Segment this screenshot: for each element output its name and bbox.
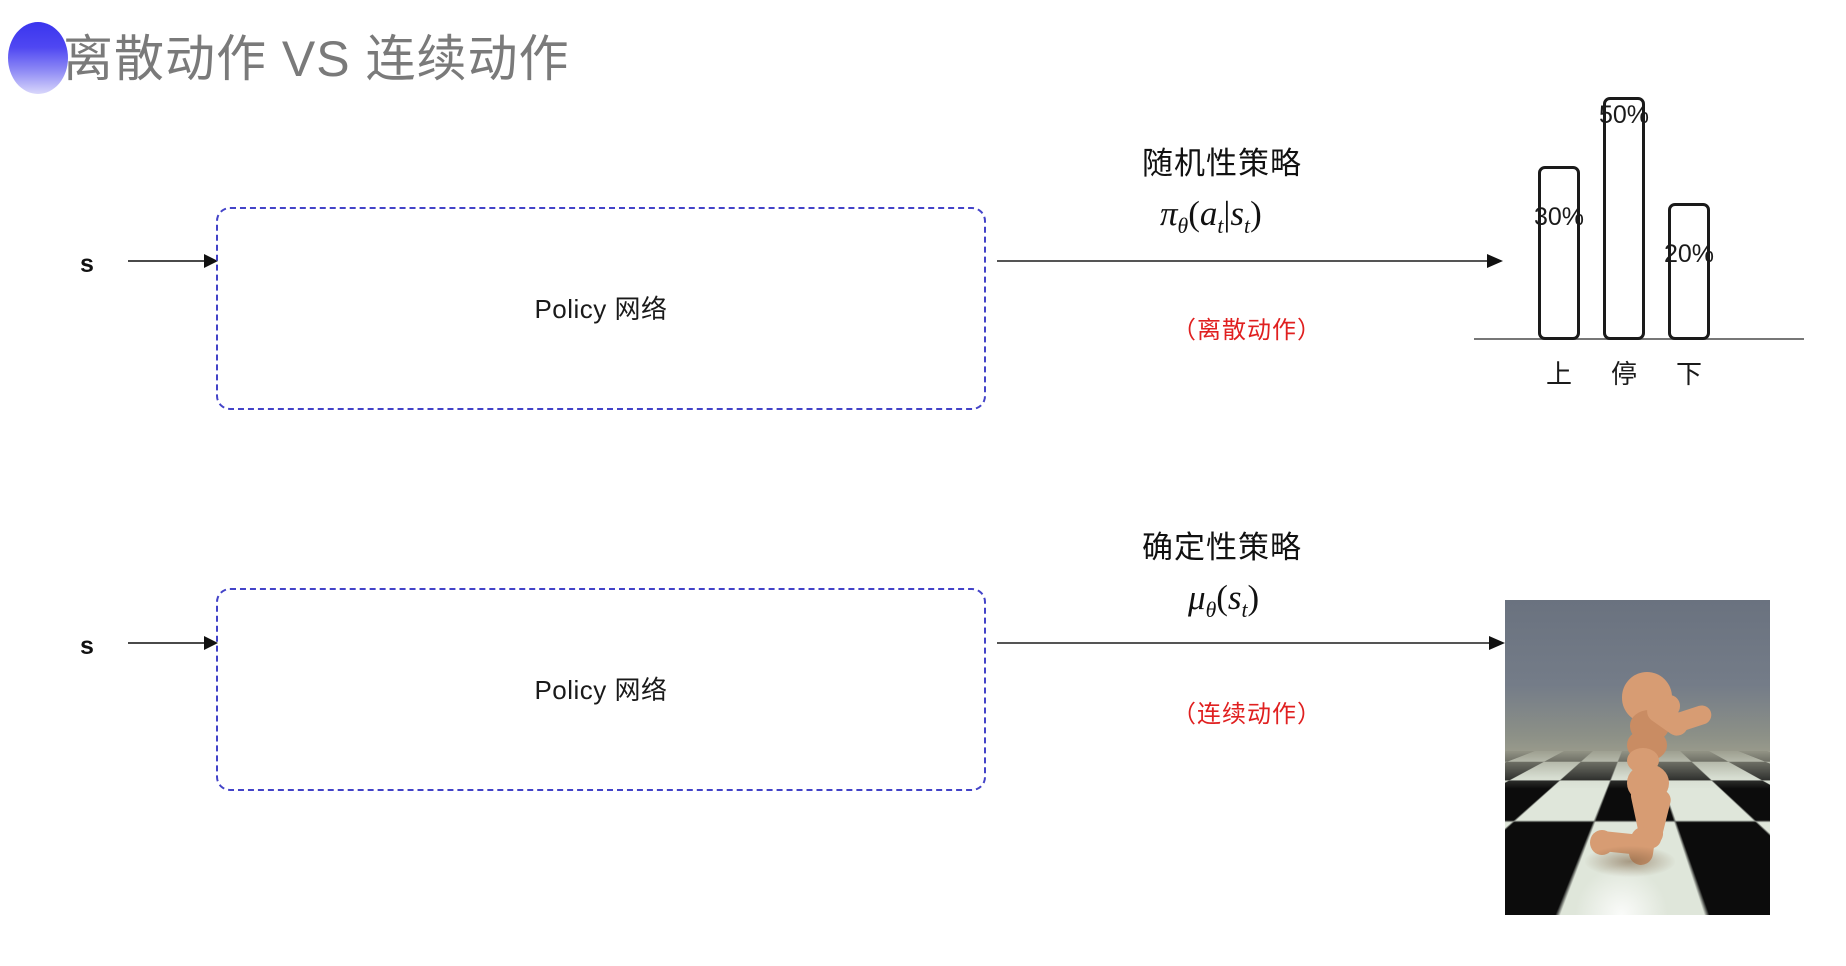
discrete-policy-network-label: Policy 网络 [534, 294, 668, 324]
formula-open-paren: ( [1216, 578, 1228, 617]
discrete-input-arrow [128, 254, 218, 268]
continuous-output-arrow-shaft [997, 642, 1490, 644]
discrete-policy-title: 随机性策略 [1142, 146, 1302, 181]
continuous-policy-title: 确定性策略 [1142, 530, 1302, 565]
formula-arg1-sub: t [1241, 598, 1248, 622]
formula-open-paren: ( [1188, 194, 1200, 233]
sim-floor-glare [1573, 864, 1670, 915]
continuous-action-note: （连续动作） [1172, 701, 1322, 728]
discrete-input-arrow-head [204, 254, 218, 268]
bar-value-up: 30% [1533, 203, 1585, 231]
bar-value-down: 20% [1663, 240, 1715, 268]
discrete-action-row: s Policy 网络 随机性策略 πθ(at|st) （离散动作） 30% 上… [0, 0, 1846, 480]
formula-arg1: a [1199, 194, 1218, 233]
formula-conditional-bar: | [1223, 194, 1231, 233]
continuous-output-arrow [997, 636, 1505, 650]
page-title: 离散动作 VS 连续动作 [63, 31, 570, 87]
bar-up [1538, 166, 1580, 340]
discrete-policy-formula: πθ(at|st) [1160, 194, 1262, 239]
discrete-input-state-label: s [80, 250, 94, 278]
bar-stop [1603, 97, 1645, 340]
title-bullet-icon [8, 22, 68, 94]
discrete-policy-network-box[interactable]: Policy 网络 [216, 207, 986, 410]
formula-arg2-sub: t [1244, 214, 1251, 238]
bar-value-stop: 50% [1598, 101, 1650, 129]
bar-down [1668, 203, 1710, 340]
discrete-output-arrow-shaft [997, 260, 1488, 262]
continuous-policy-network-box[interactable]: Policy 网络 [216, 588, 986, 791]
formula-fn-sub: θ [1205, 598, 1217, 622]
humanoid-hand [1658, 694, 1680, 717]
discrete-action-bar-chart: 30% 上 50% 停 20% 下 [1460, 95, 1810, 425]
continuous-policy-network-label: Policy 网络 [534, 675, 668, 705]
discrete-action-note: （离散动作） [1172, 317, 1322, 344]
formula-close-paren: ) [1247, 578, 1260, 617]
continuous-input-arrow-shaft [128, 642, 205, 644]
formula-arg2: s [1230, 194, 1245, 233]
discrete-input-arrow-shaft [128, 260, 205, 262]
formula-fn: μ [1188, 578, 1206, 617]
bar-category-up: 上 [1545, 359, 1572, 389]
formula-arg1-sub: t [1217, 214, 1224, 238]
formula-close-paren: ) [1250, 194, 1262, 233]
humanoid-simulation-image [1505, 600, 1770, 915]
bar-category-stop: 停 [1610, 359, 1637, 389]
discrete-output-arrow [997, 254, 1503, 268]
bar-category-down: 下 [1675, 359, 1702, 389]
continuous-output-arrow-head [1489, 636, 1505, 650]
formula-fn-sub: θ [1177, 214, 1189, 238]
formula-arg1: s [1227, 578, 1242, 617]
continuous-input-state-label: s [80, 632, 94, 660]
formula-fn: π [1160, 194, 1178, 233]
discrete-output-arrow-head [1487, 254, 1503, 268]
continuous-policy-formula: μθ(st) [1188, 578, 1259, 623]
continuous-input-arrow [128, 636, 218, 650]
continuous-input-arrow-head [204, 636, 218, 650]
